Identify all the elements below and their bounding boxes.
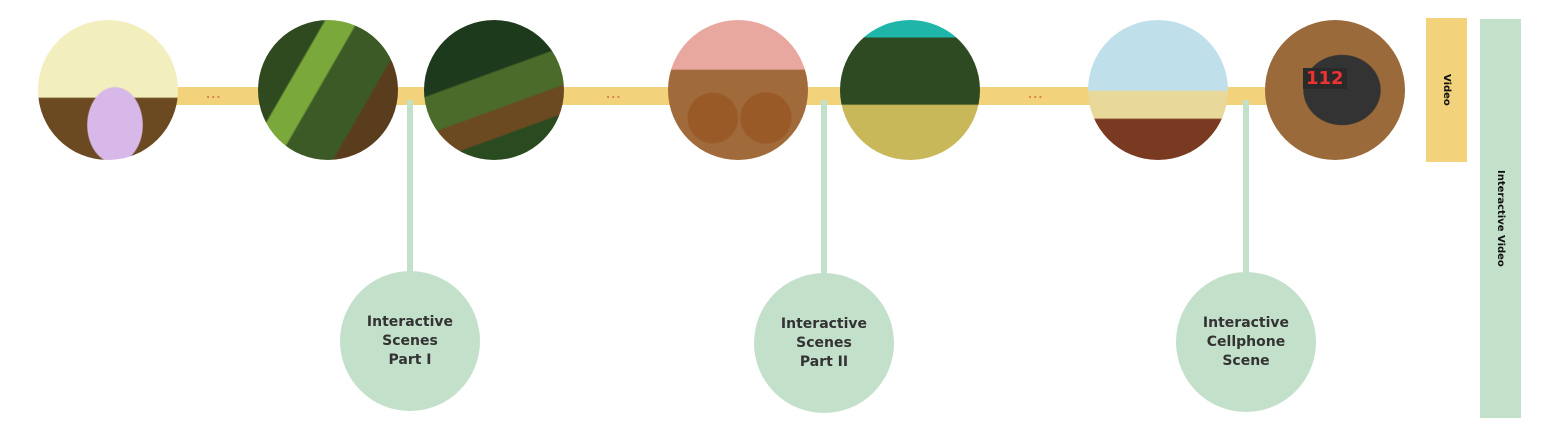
scene-cellphone: 112 <box>1265 20 1405 160</box>
separator-dots: ... <box>606 88 622 101</box>
scene-living-room <box>38 20 178 160</box>
legend-video-label: Video <box>1441 74 1452 106</box>
legend-interactive-video: Interactive Video <box>1480 19 1521 418</box>
scene-map-forest <box>258 20 398 160</box>
interactive-node-part-1: Interactive Scenes Part I <box>340 271 480 411</box>
connector-stem <box>821 100 827 278</box>
scene-fall <box>1088 20 1228 160</box>
phone-number-display: 112 <box>1303 68 1347 89</box>
legend-video: Video <box>1426 18 1467 162</box>
scene-hiking-path <box>424 20 564 160</box>
legend-interactive-video-label: Interactive Video <box>1495 170 1506 267</box>
connector-stem <box>1243 100 1249 276</box>
interactive-node-part-2: Interactive Scenes Part II <box>754 273 894 413</box>
separator-dots: ... <box>206 88 222 101</box>
scene-lookout-path <box>840 20 980 160</box>
node-label: Interactive Scenes Part I <box>366 313 454 368</box>
connector-stem <box>407 100 413 275</box>
node-label: Interactive Cellphone Scene <box>1202 314 1290 369</box>
scene-boots <box>668 20 808 160</box>
separator-dots: ... <box>1028 88 1044 101</box>
node-label: Interactive Scenes Part II <box>780 315 868 370</box>
interactive-node-cellphone: Interactive Cellphone Scene <box>1176 272 1316 412</box>
